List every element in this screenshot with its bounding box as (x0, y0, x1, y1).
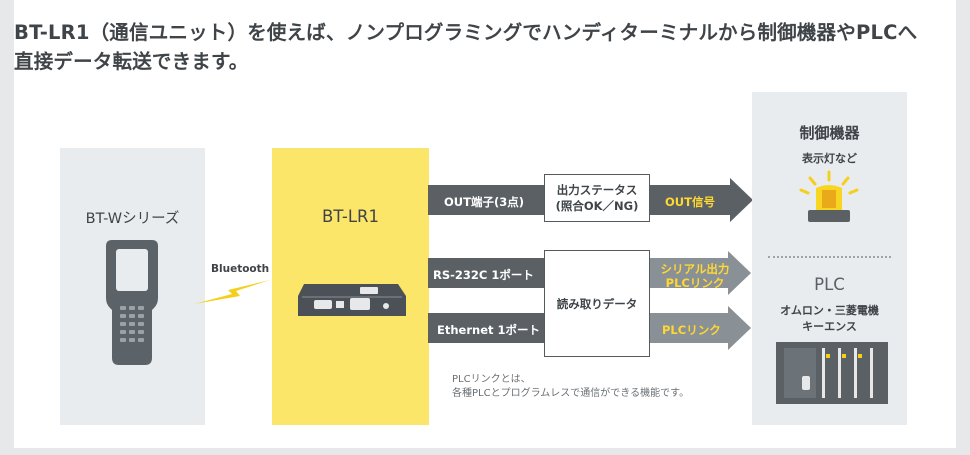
device-divider (768, 256, 891, 258)
serial-output-line-2: PLCリンク (665, 276, 725, 290)
out-signal-label: OUT信号 (665, 195, 715, 209)
port-rs232c-label: RS-232C 1ポート (433, 268, 534, 282)
headline-line-1: BT-LR1（通信ユニット）を使えば、ノンプログラミングでハンディターミナルから… (14, 21, 918, 44)
handheld-terminal-icon (106, 240, 158, 365)
unit-label: BT-LR1 (322, 207, 379, 226)
bluetooth-label: Bluetooth (211, 263, 270, 275)
lightning-icon (194, 280, 270, 304)
serial-output-label: シリアル出力 PLCリンク (657, 262, 733, 290)
plc-rack-icon (776, 342, 888, 404)
port-arrows (428, 178, 753, 350)
terminal-label: BT-Wシリーズ (85, 211, 180, 227)
communication-unit-icon (298, 284, 406, 316)
plc-maker-line-2: キーエンス (802, 320, 857, 333)
read-data-box: 読み取りデータ (544, 250, 650, 357)
plc-title: PLC (814, 275, 845, 294)
headline-line-2: 直接データ転送できます。 (14, 50, 249, 73)
headline: BT-LR1（通信ユニット）を使えば、ノンプログラミングでハンディターミナルから… (14, 18, 944, 76)
signal-lamp-icon (799, 170, 859, 222)
plc-link-note: PLCリンクとは、 各種PLCとプログラムレスで通信ができる機能です。 (452, 373, 689, 401)
port-out-label: OUT端子(3点) (444, 195, 524, 209)
plc-makers: オムロン・三菱電機 キーエンス (752, 303, 907, 335)
plc-maker-line-1: オムロン・三菱電機 (780, 304, 879, 317)
control-device-title: 制御機器 (799, 124, 860, 142)
control-device-example: 表示灯など (802, 152, 857, 165)
plc-link-label: PLCリンク (662, 323, 721, 337)
read-data-label: 読み取りデータ (556, 296, 638, 311)
note-line-2: 各種PLCとプログラムレスで通信ができる機能です。 (452, 388, 690, 399)
status-output-line-1: 出力ステータス (556, 183, 638, 197)
serial-output-line-1: シリアル出力 (660, 262, 730, 276)
port-ethernet-label: Ethernet 1ポート (437, 323, 540, 337)
note-line-1: PLCリンクとは、 (452, 374, 531, 385)
status-output-line-2: (照合OK／NG) (555, 199, 639, 213)
status-output-box: 出力ステータス (照合OK／NG) (544, 174, 650, 222)
